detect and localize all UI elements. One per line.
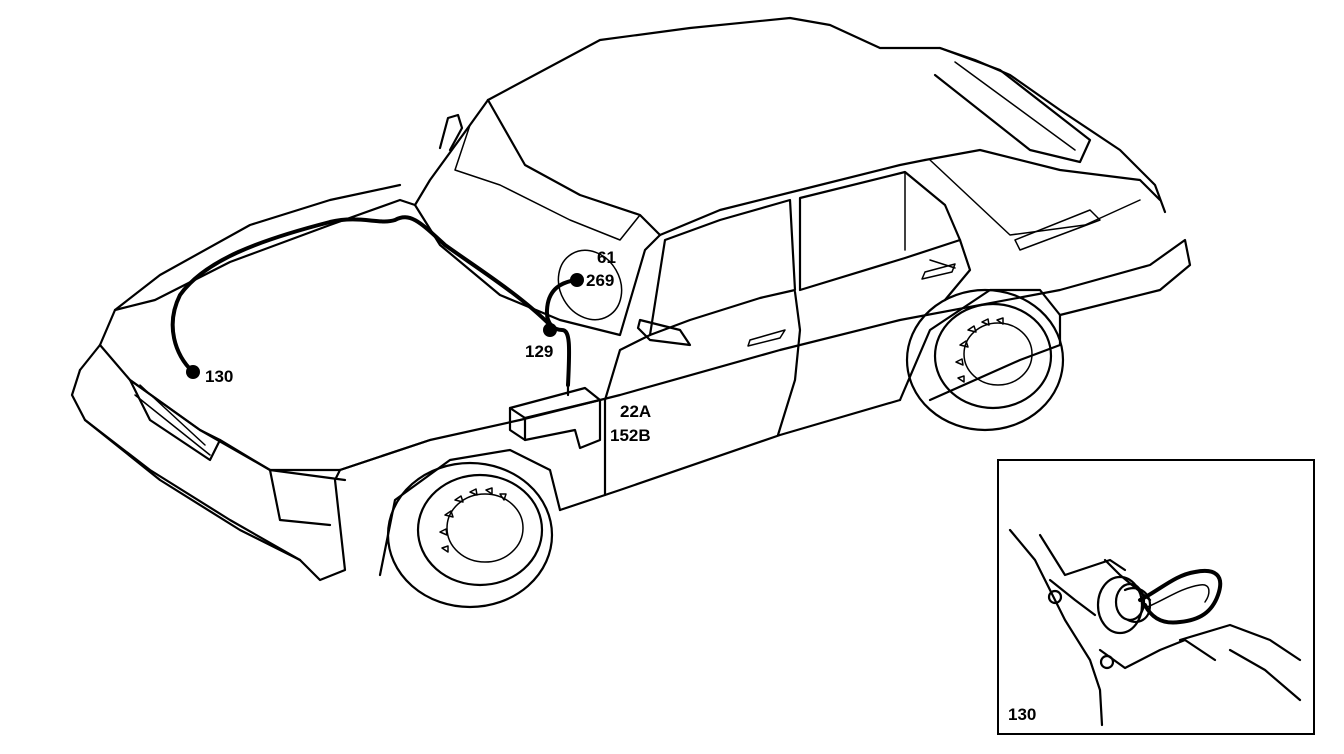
label-152b: 152B	[610, 426, 651, 445]
label-130: 130	[205, 367, 233, 386]
rear-wheel	[905, 288, 1065, 432]
inset-label-130: 130	[1008, 705, 1036, 724]
label-269: 269	[586, 271, 614, 290]
wiring-harness	[170, 215, 552, 374]
label-61: 61	[597, 248, 616, 267]
control-unit-box	[508, 383, 602, 450]
ground-269-dot	[570, 273, 584, 287]
detail-inset: 130	[997, 459, 1315, 735]
connector-130-dot	[186, 365, 200, 379]
connector-129-dot	[543, 323, 557, 337]
label-129: 129	[525, 342, 553, 361]
label-22a: 22A	[620, 402, 651, 421]
steering-wheel	[557, 249, 623, 321]
front-wheel	[386, 461, 554, 609]
